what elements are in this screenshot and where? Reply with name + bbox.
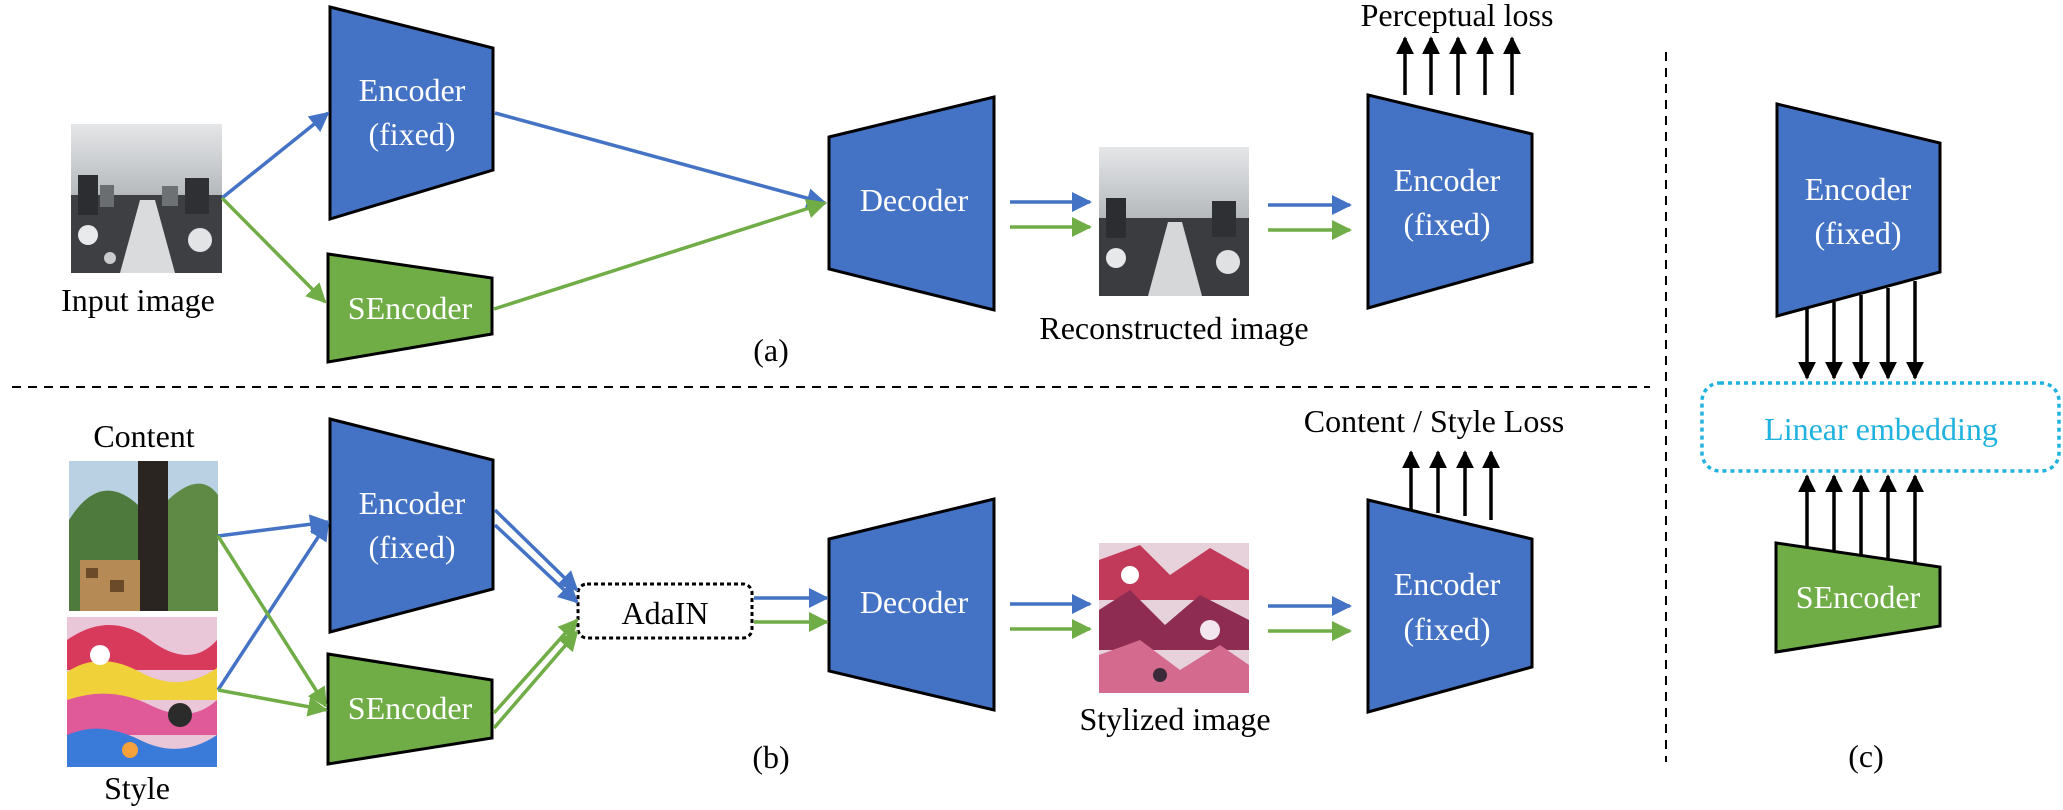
panel-c: Encoder (fixed) Linear embedding SEncode… <box>1700 102 2061 774</box>
encoder-a-line1: Encoder <box>359 72 466 108</box>
caption-b: (b) <box>752 739 789 775</box>
content-style-loss-label: Content / Style Loss <box>1304 403 1564 439</box>
linear-embedding-label: Linear embedding <box>1764 411 1998 447</box>
adain-block <box>576 582 754 640</box>
input-image-label: Input image <box>61 282 215 318</box>
loss-encoder-b-line1: Encoder <box>1394 566 1501 602</box>
encoder-block-a <box>328 5 495 222</box>
panel-b: Content Style Encoder (fixed) <box>67 403 1564 806</box>
decoder-block-b <box>827 497 996 712</box>
caption-a: (a) <box>753 332 789 368</box>
flow-arrows-a <box>220 111 1352 311</box>
content-label: Content <box>93 418 194 454</box>
perceptual-loss-label: Perceptual loss <box>1361 0 1554 33</box>
reconstructed-image-thumbnail <box>1099 147 1249 296</box>
decoder-b-label: Decoder <box>860 584 969 620</box>
adain-label: AdaIN <box>621 595 708 631</box>
sencoder-to-embedding-arrows <box>1798 474 1924 562</box>
loss-encoder-block-b <box>1366 498 1534 714</box>
loss-encoder-a-line1: Encoder <box>1394 162 1501 198</box>
loss-encoder-a-line2: (fixed) <box>1403 206 1490 242</box>
sencoder-b-label: SEncoder <box>348 690 473 726</box>
encoder-b-line2: (fixed) <box>368 529 455 565</box>
loss-encoder-block-a <box>1366 93 1534 310</box>
caption-c: (c) <box>1848 738 1884 774</box>
encoder-b-line1: Encoder <box>359 485 466 521</box>
panel-a: Input image Encoder (fixed) SEncoder Dec… <box>61 0 1553 368</box>
content-image-thumbnail <box>69 461 218 611</box>
linear-embedding-block <box>1700 381 2061 473</box>
input-image-thumbnail <box>71 124 222 273</box>
decoder-block-a <box>827 95 996 312</box>
sencoder-block-b <box>326 652 494 766</box>
encoder-block-b <box>328 417 495 634</box>
content-style-loss-arrows <box>1402 450 1500 520</box>
reconstructed-image-label: Reconstructed image <box>1039 310 1308 346</box>
style-image-thumbnail <box>67 617 217 767</box>
sencoder-c-label: SEncoder <box>1796 579 1921 615</box>
loss-encoder-b-line2: (fixed) <box>1403 611 1490 647</box>
encoder-c-line1: Encoder <box>1805 171 1912 207</box>
encoder-a-line2: (fixed) <box>368 116 455 152</box>
stylized-image-thumbnail <box>1099 543 1249 693</box>
decoder-a-label: Decoder <box>860 182 969 218</box>
stylized-image-label: Stylized image <box>1079 701 1270 737</box>
sencoder-block-a <box>326 252 494 364</box>
sencoder-block-c <box>1774 541 1942 654</box>
flow-arrows-b <box>216 508 1352 730</box>
encoder-block-c <box>1775 102 1942 318</box>
encoder-c-line2: (fixed) <box>1814 215 1901 251</box>
perceptual-loss-arrows <box>1396 36 1521 95</box>
encoder-to-embedding-arrows <box>1798 281 1924 380</box>
style-label: Style <box>104 770 170 806</box>
sencoder-a-label: SEncoder <box>348 290 473 326</box>
